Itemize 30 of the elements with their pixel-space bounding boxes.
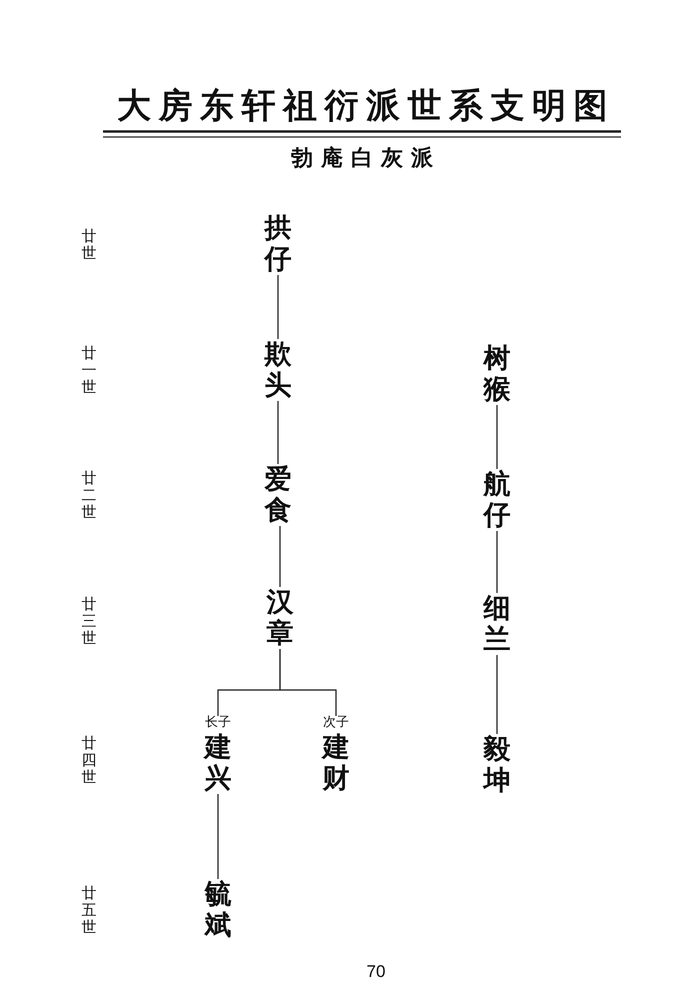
person-name: 拱仔	[262, 213, 292, 275]
person-name: 建财	[320, 732, 350, 794]
person-name: 欺头	[263, 339, 292, 401]
connector-line	[496, 655, 498, 734]
generation-label: 廿二世	[80, 470, 98, 521]
connector-line	[496, 531, 498, 593]
birth-order-note: 次子	[323, 716, 349, 729]
generation-label: 廿世	[80, 228, 98, 262]
person-name: 航仔	[482, 469, 512, 531]
subtitle: 勃庵白灰派	[291, 147, 441, 169]
generation-label: 廿三世	[80, 596, 98, 647]
page-number: 70	[366, 963, 386, 980]
generation-label: 廿一世	[80, 345, 98, 396]
generation-label: 廿五世	[80, 885, 98, 936]
person-name: 建兴	[202, 732, 232, 794]
connector-line	[279, 649, 337, 716]
connector-line	[279, 526, 281, 587]
title: 大房东轩祖衍派世系支明图	[117, 89, 615, 123]
person-name: 汉章	[265, 587, 294, 649]
person-name: 毅坤	[482, 734, 512, 796]
person-name: 毓斌	[203, 879, 232, 941]
person-name: 爱食	[263, 464, 292, 526]
generation-label: 廿四世	[80, 735, 98, 786]
birth-order-note: 长子	[205, 716, 231, 729]
connector-line	[277, 275, 279, 339]
person-name: 树猴	[482, 343, 512, 405]
connector-line	[217, 794, 219, 879]
person-name: 细兰	[482, 593, 512, 655]
connector-line	[277, 401, 279, 464]
connector-line	[496, 405, 498, 469]
